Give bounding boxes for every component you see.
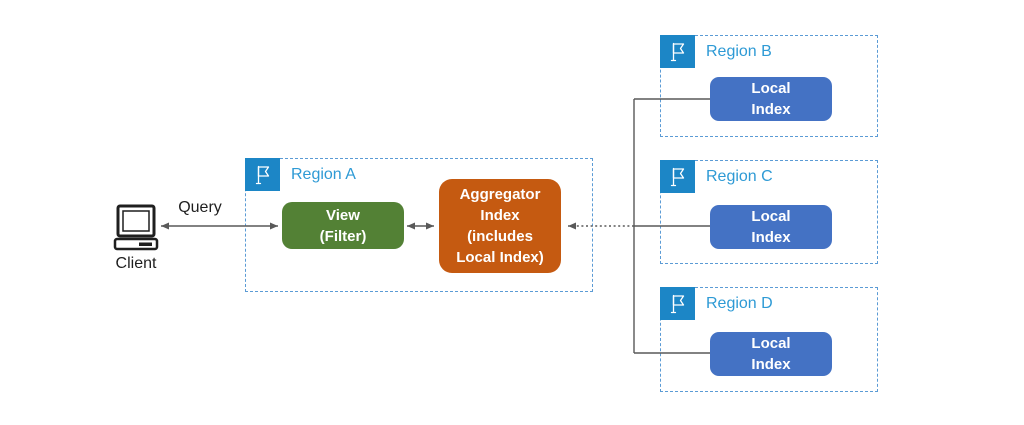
view-filter-node: View (Filter) — [282, 202, 404, 249]
aggregator-line3: (includes — [467, 228, 533, 245]
view-node-line2: (Filter) — [319, 227, 367, 245]
aggregator-line4: Local Index) — [456, 249, 544, 266]
region-c-label: Region C — [706, 168, 773, 185]
flag-icon — [245, 158, 280, 191]
region-c-container: Region C Local Index — [660, 160, 878, 264]
local-index-c-line1: Local — [751, 208, 791, 225]
client-label: Client — [115, 255, 157, 272]
aggregator-line2: Index — [480, 207, 520, 224]
query-label: Query — [178, 199, 222, 216]
flag-icon — [660, 287, 695, 320]
region-d-container: Region D Local Index — [660, 287, 878, 392]
local-index-c-line2: Index — [751, 229, 791, 246]
view-node-line1: View — [326, 206, 360, 224]
region-d-label: Region D — [706, 295, 773, 312]
local-index-b-line2: Index — [751, 101, 791, 118]
aggregator-line1: Aggregator — [459, 186, 541, 203]
region-a-container: Region A View (Filter) Aggregator Index … — [245, 158, 593, 292]
local-index-node-b: Local Index — [710, 77, 832, 121]
local-index-node-c: Local Index — [710, 205, 832, 249]
local-index-b-line1: Local — [751, 80, 791, 97]
local-index-d-line1: Local — [751, 335, 791, 352]
region-b-container: Region B Local Index — [660, 35, 878, 137]
aggregator-index-node: Aggregator Index (includes Local Index) — [439, 179, 561, 273]
local-index-d-line2: Index — [751, 356, 791, 373]
local-index-node-d: Local Index — [710, 332, 832, 376]
region-a-label: Region A — [291, 166, 356, 183]
region-b-label: Region B — [706, 43, 772, 60]
desktop-computer-icon — [113, 204, 159, 251]
flag-icon — [660, 35, 695, 68]
flag-icon — [660, 160, 695, 193]
